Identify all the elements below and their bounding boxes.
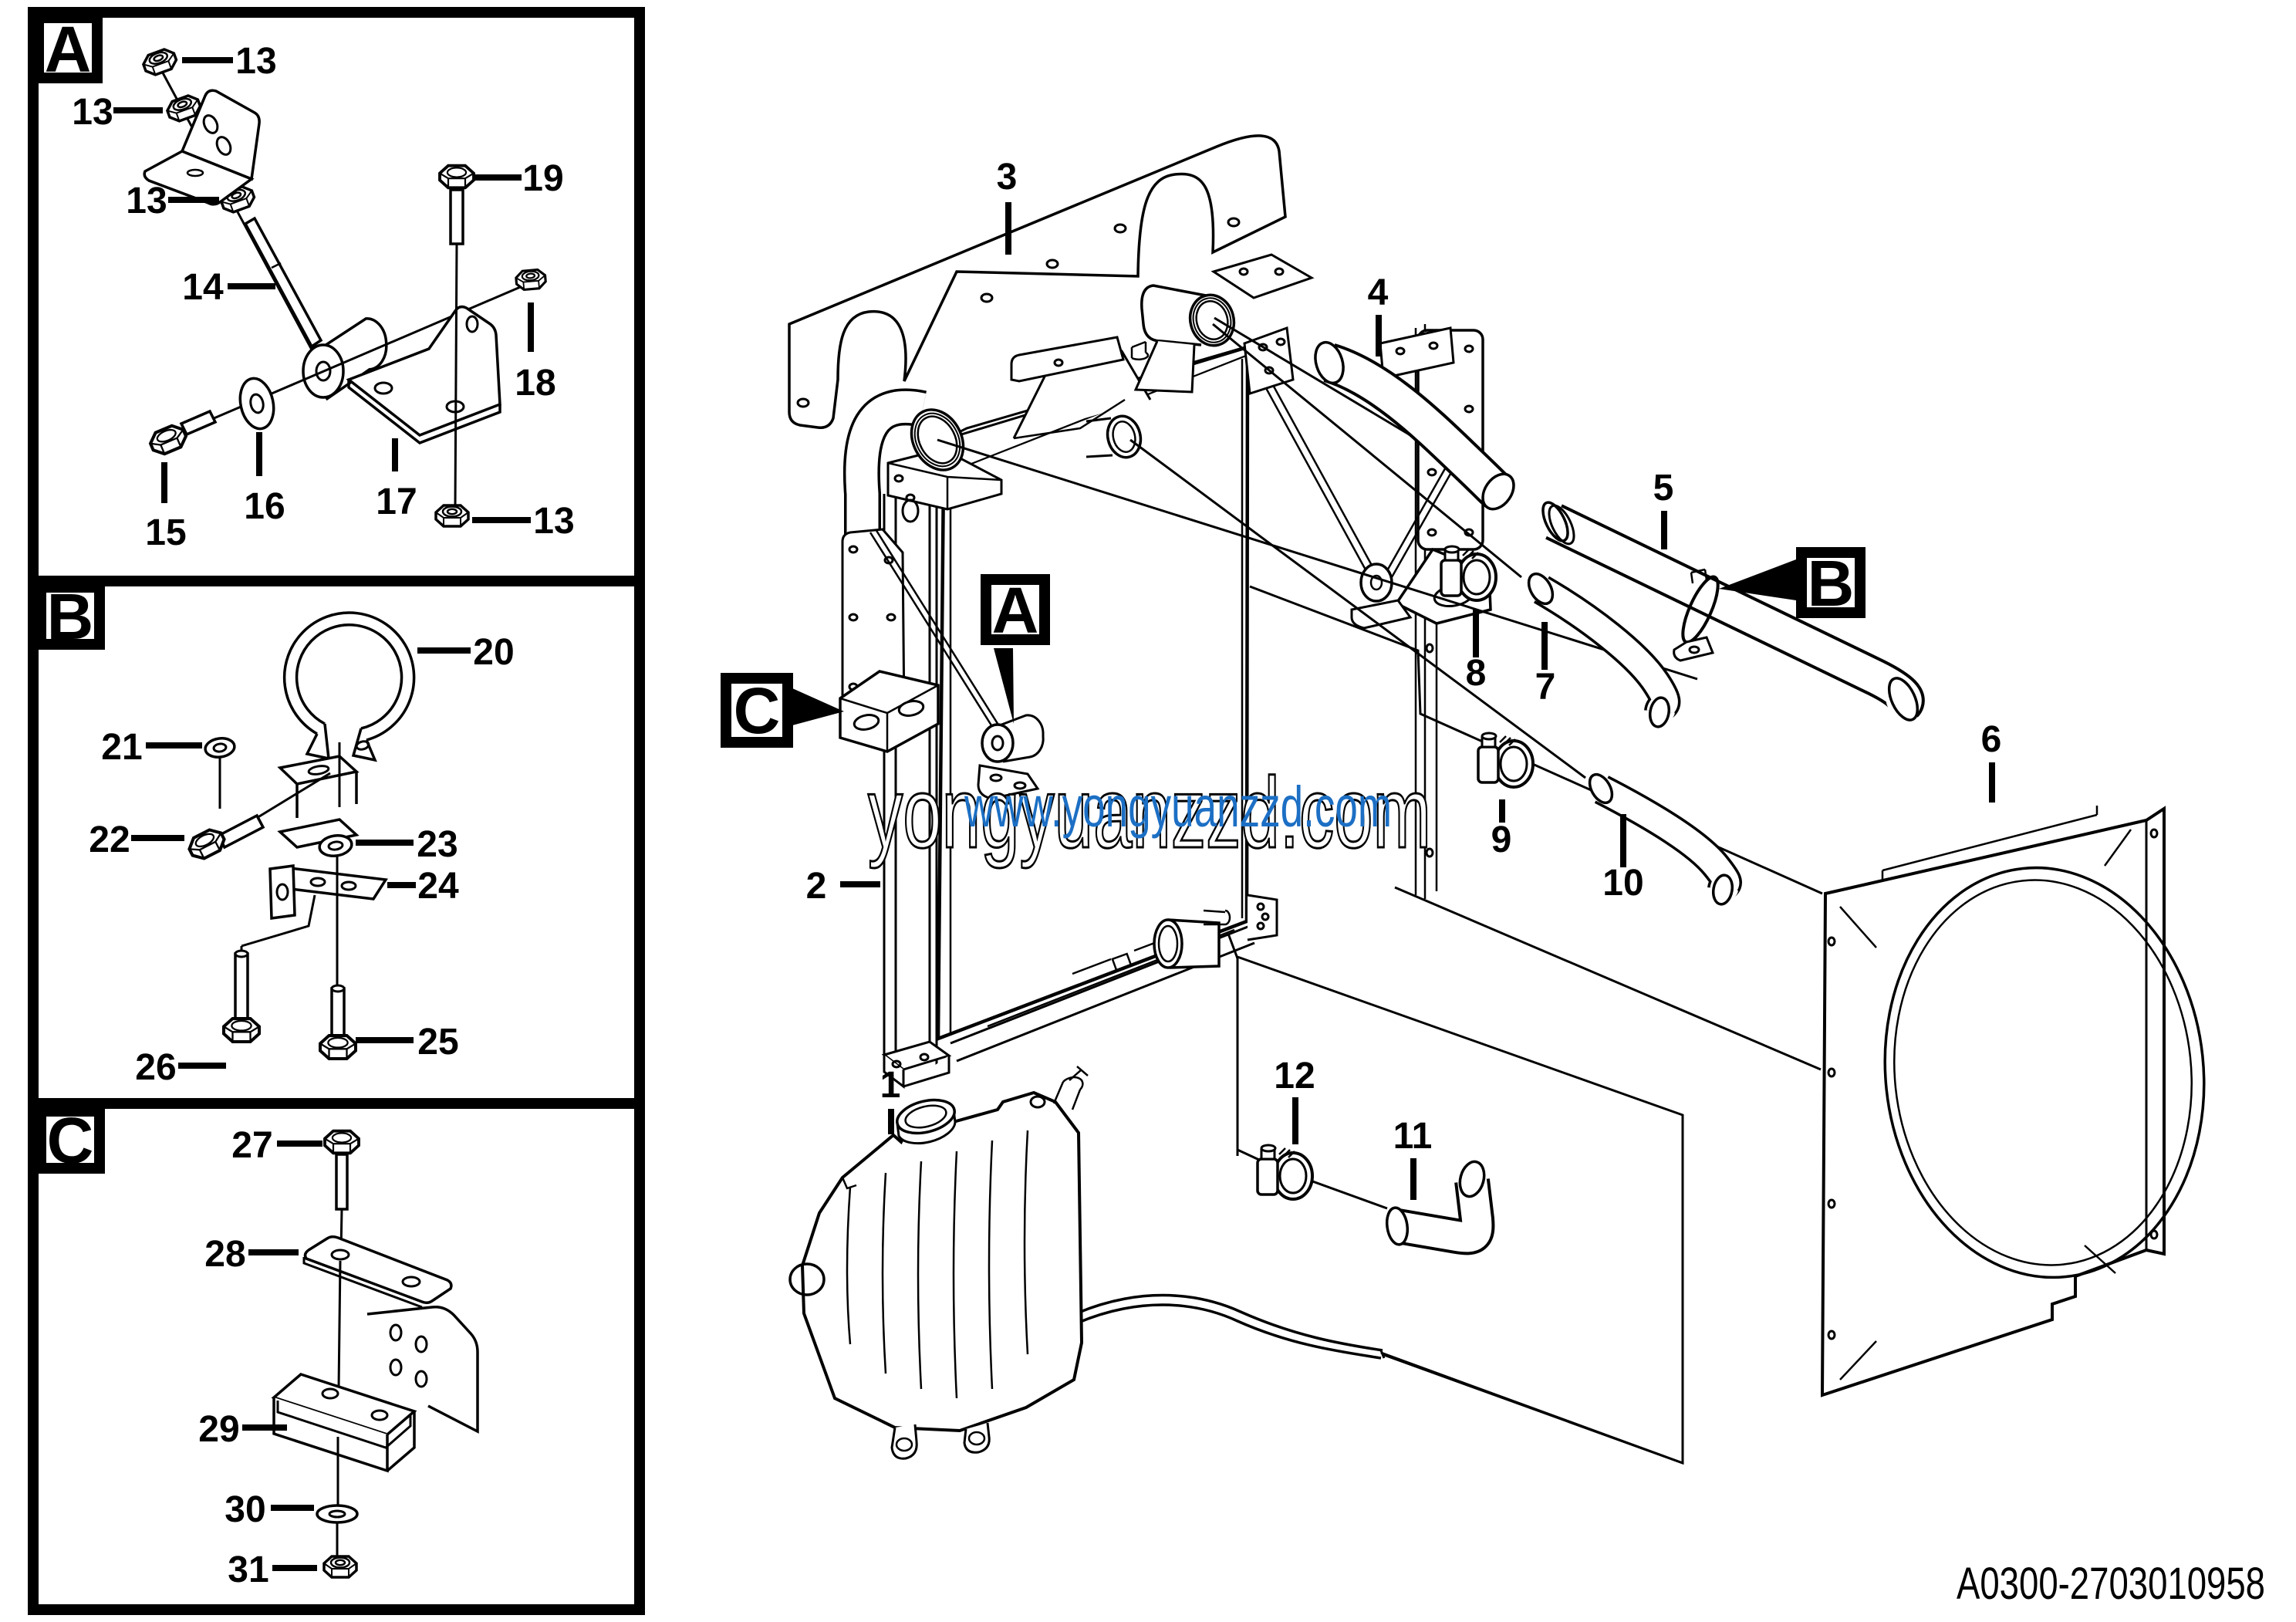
svg-text:18: 18: [515, 363, 555, 404]
svg-text:5: 5: [1653, 468, 1674, 509]
svg-text:26: 26: [135, 1047, 176, 1088]
svg-text:31: 31: [228, 1549, 268, 1590]
svg-text:24: 24: [417, 866, 459, 907]
svg-text:C: C: [734, 674, 781, 747]
svg-text:7: 7: [1535, 667, 1556, 708]
svg-text:A: A: [992, 574, 1039, 647]
svg-text:13: 13: [533, 501, 574, 542]
svg-text:B: B: [1808, 547, 1855, 620]
svg-text:8: 8: [1466, 653, 1487, 694]
svg-text:C: C: [47, 1104, 94, 1177]
svg-text:A0300-2703010958: A0300-2703010958: [1957, 1559, 2265, 1609]
svg-text:www.yongyuanzzd.com: www.yongyuanzzd.com: [964, 775, 1392, 839]
svg-text:10: 10: [1602, 863, 1643, 904]
svg-text:21: 21: [101, 727, 142, 768]
svg-text:13: 13: [126, 181, 167, 221]
svg-text:30: 30: [225, 1489, 265, 1530]
svg-text:3: 3: [997, 157, 1018, 198]
svg-text:9: 9: [1491, 819, 1512, 860]
svg-text:13: 13: [235, 41, 276, 82]
svg-text:A: A: [45, 13, 92, 86]
svg-text:yongyuanzzd.com: yongyuanzzd.com: [868, 756, 1431, 869]
svg-text:2: 2: [806, 866, 827, 907]
svg-text:13: 13: [72, 92, 113, 133]
svg-text:4: 4: [1368, 272, 1389, 313]
svg-text:22: 22: [89, 819, 130, 860]
svg-text:16: 16: [244, 486, 285, 527]
svg-text:17: 17: [376, 482, 417, 522]
svg-text:B: B: [47, 580, 94, 653]
svg-text:28: 28: [204, 1234, 245, 1275]
svg-text:6: 6: [1981, 719, 2002, 760]
svg-text:12: 12: [1274, 1056, 1315, 1097]
svg-text:14: 14: [182, 267, 224, 308]
svg-text:25: 25: [417, 1022, 458, 1063]
svg-text:1: 1: [880, 1065, 901, 1106]
svg-text:19: 19: [522, 158, 563, 199]
svg-text:15: 15: [145, 512, 186, 553]
svg-text:27: 27: [231, 1125, 272, 1166]
svg-text:20: 20: [473, 632, 514, 673]
svg-text:23: 23: [417, 824, 458, 865]
svg-text:29: 29: [198, 1409, 239, 1450]
svg-text:11: 11: [1393, 1116, 1433, 1157]
